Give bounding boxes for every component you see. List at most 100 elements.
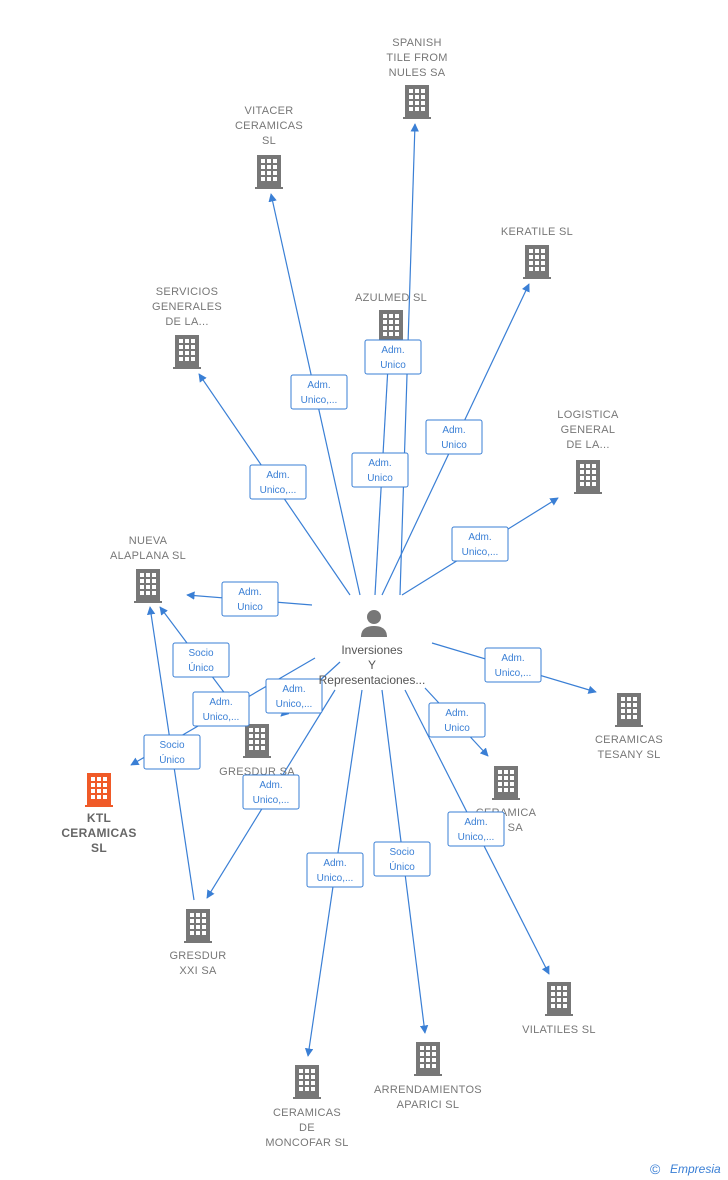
building-icon xyxy=(492,766,520,800)
edge-label-frame xyxy=(172,642,230,678)
edge-label-frame xyxy=(428,702,486,738)
company-label-line: SL xyxy=(91,841,107,855)
company-node-azulmed[interactable]: AZULMED SL xyxy=(355,292,427,344)
person-icon xyxy=(361,610,387,637)
edge-label-line: Socio xyxy=(159,740,184,751)
company-node-gresdur-sa[interactable]: GRESDUR SA xyxy=(219,724,295,778)
company-node-gresdur-xxi[interactable]: GRESDUR XXI SA xyxy=(169,909,226,977)
edge-label-line: Socio xyxy=(389,847,414,858)
center-label-line-3: Representaciones... xyxy=(319,673,426,687)
company-label-line: GRESDUR xyxy=(169,950,226,962)
edge-label-frame xyxy=(425,419,483,455)
company-label-line: DE LA... xyxy=(566,439,609,451)
edge-label-line: Adm. xyxy=(307,380,330,391)
edge-label-line: Adm. xyxy=(464,817,487,828)
edge-label-line: Unico xyxy=(441,440,467,451)
building-icon xyxy=(545,982,573,1016)
company-label-line: CERAMICAS xyxy=(595,734,663,746)
edge-label-box[interactable]: Adm. Unico xyxy=(425,419,483,455)
edge-label-line: Unico xyxy=(237,602,263,613)
edge-label-box[interactable]: Adm.Unico,... xyxy=(192,691,250,727)
edge-label-line: Unico,... xyxy=(458,832,495,843)
company-label-line: TESANY SL xyxy=(597,749,660,761)
building-icon xyxy=(184,909,212,943)
building-icon xyxy=(293,1065,321,1099)
company-node-keratile[interactable]: KERATILE SL xyxy=(501,226,573,279)
edge-label-line: Adm. xyxy=(266,470,289,481)
edge-label-box[interactable]: Adm.Unico,... xyxy=(265,678,323,714)
edge-label-frame xyxy=(351,452,409,488)
edge-label-frame xyxy=(451,526,509,562)
edge-label-line: Adm. xyxy=(442,425,465,436)
edge-label-line: Unico,... xyxy=(317,873,354,884)
company-label-line: ALAPLANA SL xyxy=(110,550,186,562)
edge-label-frame xyxy=(242,774,300,810)
edge-label-line: Adm. xyxy=(323,858,346,869)
edge-label-line: Adm. xyxy=(368,458,391,469)
edge-label-line: Adm. xyxy=(501,653,524,664)
edge-label-frame xyxy=(192,691,250,727)
edge-label-line: Unico,... xyxy=(462,547,499,558)
edge-label-frame xyxy=(373,841,431,877)
edge-label-line: Único xyxy=(188,661,214,674)
edge-label-box[interactable]: Adm. Unico xyxy=(351,452,409,488)
edge-label-line: Adm. xyxy=(209,697,232,708)
company-label-line: XXI SA xyxy=(179,965,217,977)
edge-label-box[interactable]: Adm.Unico,... xyxy=(451,526,509,562)
company-label-line: DE xyxy=(299,1122,315,1134)
edge-label-line: Socio xyxy=(188,648,213,659)
company-label-line: TILE FROM xyxy=(386,52,447,64)
building-icon xyxy=(414,1042,442,1076)
company-label-line: CERAMICAS xyxy=(273,1107,341,1119)
company-label-line: CERAMICAS xyxy=(235,120,303,132)
company-node-vilatiles[interactable]: VILATILES SL xyxy=(522,982,596,1036)
company-label-line: SPANISH xyxy=(392,37,442,49)
company-label-line: KTL xyxy=(87,811,111,825)
edge-label-box[interactable]: Adm.Unico,... xyxy=(242,774,300,810)
building-icon xyxy=(173,335,201,369)
edge-label-box[interactable]: Adm. Unico,... xyxy=(447,811,505,847)
edge-label-frame xyxy=(447,811,505,847)
edge-label-box[interactable]: Adm. Unico,... xyxy=(306,852,364,888)
edge-label-line: Unico,... xyxy=(495,668,532,679)
edge-label-box[interactable]: Adm. Unico xyxy=(221,581,279,617)
center-person-node[interactable]: Inversiones Y Representaciones... xyxy=(319,610,426,687)
edge-label-box[interactable]: Adm.Unico xyxy=(364,339,422,375)
edge-label-line: Unico,... xyxy=(301,395,338,406)
company-label-line: CERAMICAS xyxy=(61,826,136,840)
company-label-line: VILATILES SL xyxy=(522,1024,596,1036)
building-icon xyxy=(134,569,162,603)
edge-label-line: Unico xyxy=(367,473,393,484)
company-label-line: LOGISTICA xyxy=(557,409,619,421)
edge-label-line: Unico xyxy=(444,723,470,734)
edge-label-box[interactable]: Adm. Unico xyxy=(428,702,486,738)
building-icon xyxy=(615,693,643,727)
edge-label-line: Único xyxy=(159,753,185,766)
company-label-line: VITACER xyxy=(245,105,294,117)
edge-label-line: Adm. xyxy=(445,708,468,719)
edge-label-box[interactable]: Adm. Unico,... xyxy=(484,647,542,683)
footer-brand[interactable]: © Empresia xyxy=(650,1161,721,1177)
company-label-line: APARICI SL xyxy=(397,1099,460,1111)
company-node-ceramicas-tesany[interactable]: CERAMICAS TESANY SL xyxy=(595,693,663,761)
company-label-line: GENERALES xyxy=(152,301,222,313)
edge-label-line: Adm. xyxy=(238,587,261,598)
edge-label-line: Adm. xyxy=(282,684,305,695)
edge-label-box[interactable]: Adm.Unico,... xyxy=(249,464,307,500)
edge-label-box[interactable]: Adm. Unico,... xyxy=(290,374,348,410)
building-icon xyxy=(243,724,271,758)
building-icon xyxy=(403,85,431,119)
